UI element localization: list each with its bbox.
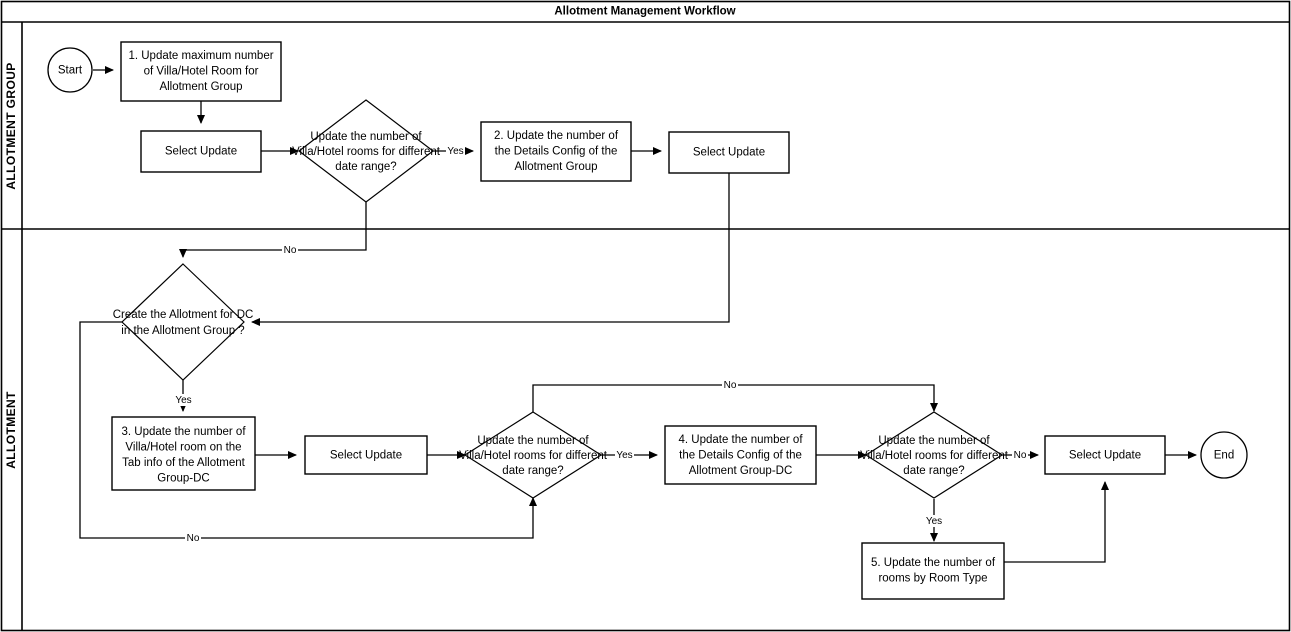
edge-label-text: No: [1014, 450, 1027, 461]
task-1-line-2: of Villa/Hotel Room for: [144, 66, 259, 78]
lane-label-allotment: ALLOTMENT: [4, 391, 18, 469]
end-label: End: [1214, 450, 1234, 462]
node-end[interactable]: End: [1200, 431, 1248, 479]
task-5-line-1: 5. Update the number of: [871, 557, 996, 569]
edge-label-decision3-no: No: [1012, 449, 1028, 461]
node-select-update-3[interactable]: Select Update: [304, 435, 428, 475]
select-update-2-label: Select Update: [693, 147, 765, 159]
decision-2-line-2: Villa/Hotel rooms for different: [459, 450, 608, 462]
edge-label-text: Yes: [926, 516, 942, 527]
decision-3-line-1: Update the number of: [878, 435, 990, 447]
edge-decision1-no-to-dc: [179, 200, 367, 258]
select-update-2-shape: [668, 131, 790, 174]
decision-2-shape: [463, 411, 603, 499]
task-2-line-2: the Details Config of the: [495, 146, 618, 158]
edge-dc-no-to-decision2: [79, 321, 537, 539]
decision-1-line-1: Update the number of: [310, 131, 422, 143]
edge-label-dc-yes: Yes: [174, 394, 193, 406]
task-4-shape: [664, 425, 817, 485]
select-update-3-label: Select Update: [330, 450, 402, 462]
task-5-line-2: rooms by Room Type: [878, 573, 987, 585]
task-3-line-4: Group-DC: [157, 473, 209, 485]
node-start[interactable]: Start: [47, 47, 93, 93]
task-4-line-3: Allotment Group-DC: [689, 465, 793, 477]
edge-label-decision1-no: No: [282, 244, 298, 256]
task-1-line-1: 1. Update maximum number: [128, 50, 273, 62]
node-select-update-4[interactable]: Select Update: [1044, 435, 1166, 475]
select-update-1-shape: [140, 130, 262, 173]
task-5-shape: [861, 542, 1005, 600]
task-2-shape: [480, 121, 632, 182]
edge-label-text: Yes: [616, 450, 632, 461]
decision-2-line-1: Update the number of: [477, 435, 589, 447]
edge-label-dc-no: No: [185, 532, 201, 544]
node-decision-3[interactable]: Update the number of Villa/Hotel rooms f…: [860, 411, 1009, 499]
node-decision-2[interactable]: Update the number of Villa/Hotel rooms f…: [459, 411, 608, 499]
edge-label-decision1-yes: Yes: [446, 145, 465, 157]
node-task-1[interactable]: 1. Update maximum number of Villa/Hotel …: [120, 41, 282, 102]
lane-label-text: ALLOTMENT: [4, 391, 18, 469]
select-update-4-shape: [1044, 435, 1166, 475]
task-1-line-3: Allotment Group: [159, 81, 242, 93]
edge-label-text: Yes: [175, 395, 191, 406]
task-3-line-3: Tab info of the Allotment: [122, 457, 246, 469]
task-3-line-1: 3. Update the number of: [121, 426, 246, 438]
edge-label-text: No: [284, 245, 297, 256]
node-task-5[interactable]: 5. Update the number of rooms by Room Ty…: [861, 542, 1005, 600]
edge-select2-to-dc: [251, 173, 730, 326]
lane-label-text: ALLOTMENT GROUP: [4, 62, 18, 189]
end-terminator-shape: [1200, 431, 1248, 479]
select-update-3-shape: [304, 435, 428, 475]
decision-dc-shape: [121, 263, 245, 381]
edge-label-text: No: [724, 380, 737, 391]
node-task-2[interactable]: 2. Update the number of the Details Conf…: [480, 121, 632, 182]
select-update-1-label: Select Update: [165, 146, 237, 158]
task-2-line-3: Allotment Group: [514, 161, 597, 173]
task-3-shape: [111, 416, 256, 491]
decision-2-line-3: date range?: [502, 465, 563, 477]
decision-1-line-2: Villa/Hotel rooms for different: [292, 146, 441, 158]
pool-title: Allotment Management Workflow: [554, 6, 735, 18]
node-task-3[interactable]: 3. Update the number of Villa/Hotel room…: [111, 416, 256, 491]
decision-dc-line-2: in the Allotment Group ?: [121, 325, 244, 337]
edge-label-text: No: [187, 533, 200, 544]
start-label: Start: [58, 65, 83, 77]
decision-3-shape: [864, 411, 1004, 499]
edge-label-decision2-no: No: [722, 379, 738, 391]
decision-1-line-3: date range?: [335, 161, 396, 173]
decision-3-line-2: Villa/Hotel rooms for different: [860, 450, 1009, 462]
task-2-line-1: 2. Update the number of: [494, 130, 619, 142]
node-decision-1[interactable]: Update the number of Villa/Hotel rooms f…: [292, 99, 441, 203]
task-3-line-2: Villa/Hotel room on the: [125, 442, 241, 454]
task-1-shape: [120, 41, 282, 102]
edge-label-decision3-yes: Yes: [924, 515, 944, 527]
node-task-4[interactable]: 4. Update the number of the Details Conf…: [664, 425, 817, 485]
decision-dc-line-1: Create the Allotment for DC: [113, 309, 254, 321]
decision-1-shape: [298, 99, 434, 203]
lane-label-allotment-group: ALLOTMENT GROUP: [4, 62, 18, 189]
task-4-line-1: 4. Update the number of: [678, 434, 803, 446]
start-terminator-shape: [47, 47, 93, 93]
node-decision-create-allotment-dc[interactable]: Create the Allotment for DC in the Allot…: [113, 263, 254, 381]
node-select-update-2[interactable]: Select Update: [668, 131, 790, 174]
edge-label-text: Yes: [447, 146, 463, 157]
select-update-4-label: Select Update: [1069, 450, 1141, 462]
task-4-line-2: the Details Config of the: [679, 450, 802, 462]
edge-task5-to-select4: [1004, 481, 1109, 563]
node-select-update-1[interactable]: Select Update: [140, 130, 262, 173]
decision-3-line-3: date range?: [903, 465, 964, 477]
edge-label-decision2-yes: Yes: [615, 449, 634, 461]
